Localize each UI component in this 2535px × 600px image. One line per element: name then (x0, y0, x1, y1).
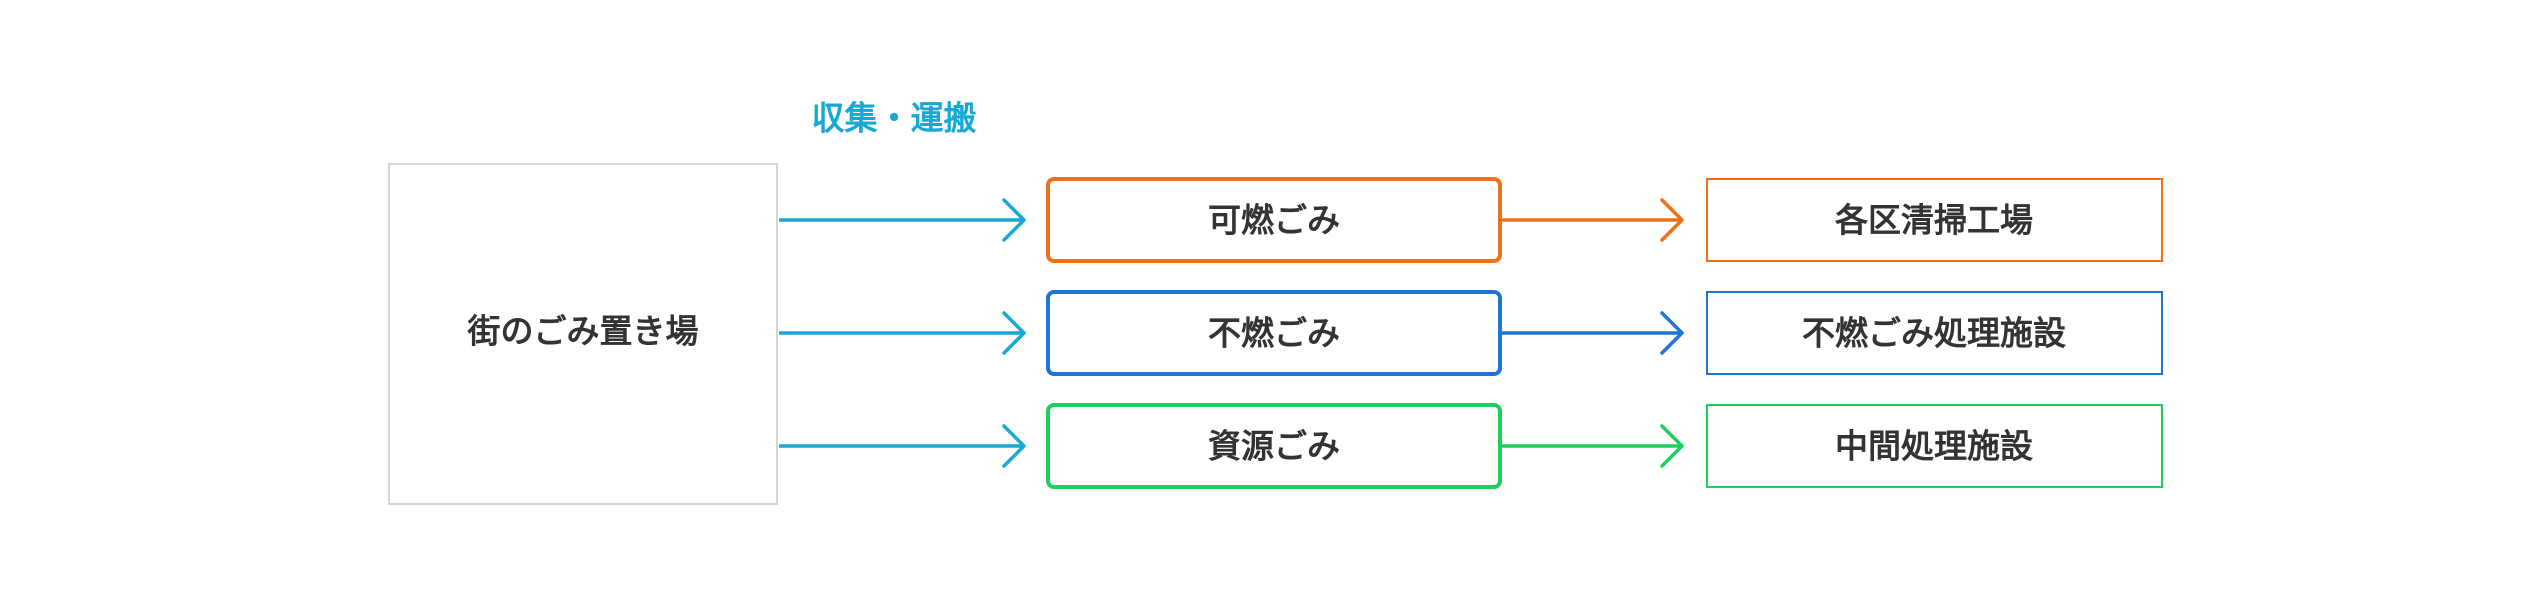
source-label: 街のごみ置き場 (467, 312, 699, 351)
category-label-nonburnable: 不燃ごみ (1208, 314, 1340, 353)
dest-arrow-nonburnable (1502, 311, 1684, 355)
collect-label: 収集・運搬 (812, 99, 977, 138)
category-box-burnable (1046, 177, 1502, 263)
collect-arrow-resource (779, 424, 1026, 468)
source-node: 街のごみ置き場 (388, 163, 778, 505)
dest-arrow-resource (1502, 424, 1684, 468)
row-resource: 資源ごみ 中間処理施設 (779, 403, 2163, 489)
category-label-resource: 資源ごみ (1208, 427, 1340, 466)
row-nonburnable: 不燃ごみ 不燃ごみ処理施設 (779, 290, 2163, 376)
dest-arrow-burnable (1502, 198, 1684, 242)
category-box-nonburnable (1046, 290, 1502, 376)
category-label-burnable: 可燃ごみ (1208, 201, 1340, 240)
destination-label-burnable: 各区清掃工場 (1834, 201, 2033, 240)
destination-box-nonburnable (1706, 291, 2163, 375)
destination-box-burnable (1706, 178, 2163, 262)
source-box (388, 163, 778, 505)
category-box-resource (1046, 403, 1502, 489)
destination-label-resource: 中間処理施設 (1835, 427, 2033, 466)
collect-arrow-burnable (779, 198, 1026, 242)
destination-label-nonburnable: 不燃ごみ処理施設 (1802, 314, 2066, 353)
collect-arrow-nonburnable (779, 311, 1026, 355)
row-burnable: 可燃ごみ 各区清掃工場 (779, 177, 2163, 263)
destination-box-resource (1706, 404, 2163, 488)
